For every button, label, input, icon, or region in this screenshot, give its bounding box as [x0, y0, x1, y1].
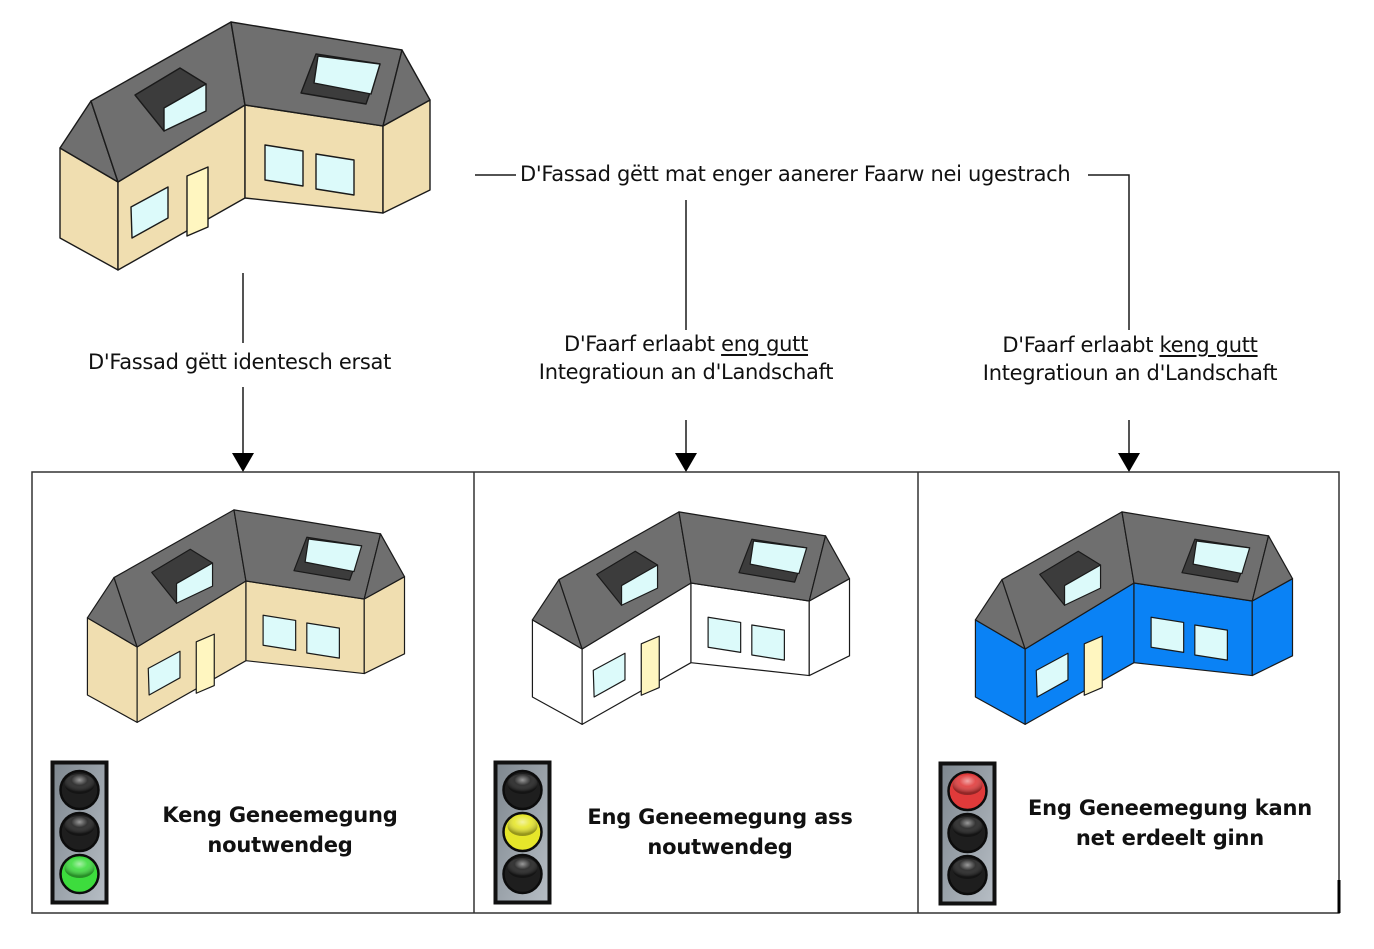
lamp-shine	[64, 816, 95, 836]
window-right-wing-1	[1150, 616, 1185, 654]
roof-right-hip	[382, 49, 431, 127]
arrowhead-middle	[675, 453, 697, 472]
window-left-wing	[1035, 652, 1069, 698]
verdict-no-permit-line1: Keng Geneemegung	[162, 803, 398, 827]
traffic-light-yellow	[493, 760, 552, 905]
window-right-wing-2	[751, 624, 785, 661]
skylight-glass	[304, 538, 363, 573]
traffic-light-red	[938, 761, 997, 906]
window-right-wing-1	[264, 144, 304, 187]
house-blue-facade	[974, 511, 1294, 725]
window-right-wing-2	[315, 153, 355, 196]
caption-bad-line1: D'Faarf erlaabt	[1002, 333, 1160, 357]
caption-good-line1: D'Faarf erlaabt	[563, 332, 722, 356]
arrowhead-right	[1118, 453, 1140, 472]
window-right-wing-1	[262, 614, 297, 652]
door	[186, 166, 209, 237]
caption-bad-underlined: keng gutt	[1159, 333, 1258, 357]
door	[1083, 635, 1103, 696]
window-right-wing-1	[707, 616, 742, 654]
caption-bad-integration: D'Faarf erlaabt keng gutt Integratioun a…	[964, 331, 1296, 387]
dormer-window	[163, 83, 207, 132]
arrowhead-left	[232, 453, 254, 472]
caption-identical-text: D'Fassad gëtt identesch ersat	[88, 350, 392, 374]
traffic-light-green	[50, 760, 109, 905]
verdict-permit-denied: Eng Geneemegung kann net erdeelt ginn	[1005, 793, 1335, 853]
branch-caption-text: D'Fassad gëtt mat enger aanerer Faarw ne…	[520, 162, 1071, 186]
roof-right-hip	[1251, 535, 1294, 602]
lamp-shine	[952, 859, 983, 879]
door	[640, 635, 660, 696]
lamp-shine	[507, 858, 538, 878]
window-right-wing-2	[306, 622, 340, 659]
dormer-window	[1063, 564, 1102, 606]
caption-good-underlined: eng gutt	[721, 332, 809, 356]
verdict-permit-denied-line2: net erdeelt ginn	[1075, 826, 1265, 850]
house-identical-facade	[86, 509, 406, 723]
caption-good-line2: Integratioun an d'Landschaft	[538, 360, 834, 384]
house-original	[59, 21, 431, 271]
arrowheads	[232, 453, 1140, 472]
dormer-window	[175, 562, 214, 604]
verdict-permit-required-line1: Eng Geneemegung ass	[587, 805, 853, 829]
verdict-no-permit-line2: noutwendeg	[207, 833, 353, 857]
connectors	[242, 174, 1130, 455]
panel-frame	[31, 471, 1340, 914]
door	[195, 633, 215, 694]
lamp-shine	[952, 775, 983, 795]
window-left-wing	[592, 652, 626, 698]
verdict-permit-denied-line1: Eng Geneemegung kann	[1028, 796, 1312, 820]
verdict-permit-required-line2: noutwendeg	[647, 835, 793, 859]
verdict-no-permit: Keng Geneemegung noutwendeg	[130, 800, 430, 860]
dormer-window	[620, 564, 659, 606]
caption-identical: D'Fassad gëtt identesch ersat	[88, 348, 391, 376]
caption-good-integration: D'Faarf erlaabt eng gutt Integratioun an…	[520, 330, 852, 386]
lamp-shine	[507, 774, 538, 794]
roof-right-hip	[363, 533, 406, 600]
window-left-wing	[147, 650, 181, 696]
house-white-facade	[531, 511, 851, 725]
caption-bad-line2: Integratioun an d'Landschaft	[982, 361, 1278, 385]
result-panels	[31, 471, 1341, 914]
lamp-shine	[507, 816, 538, 836]
lamp-shine	[952, 817, 983, 837]
connector-right-elbow	[1088, 174, 1130, 330]
window-right-wing-2	[1194, 624, 1228, 661]
lamp-shine	[64, 774, 95, 794]
skylight-glass	[749, 540, 808, 575]
branch-caption: D'Fassad gëtt mat enger aanerer Faarw ne…	[516, 160, 1075, 188]
verdict-permit-required: Eng Geneemegung ass noutwendeg	[560, 802, 880, 862]
skylight-glass	[313, 55, 381, 95]
roof-right-hip	[808, 535, 851, 602]
skylight-glass	[1192, 540, 1251, 575]
window-left-wing	[130, 186, 169, 239]
lamp-shine	[64, 858, 95, 878]
